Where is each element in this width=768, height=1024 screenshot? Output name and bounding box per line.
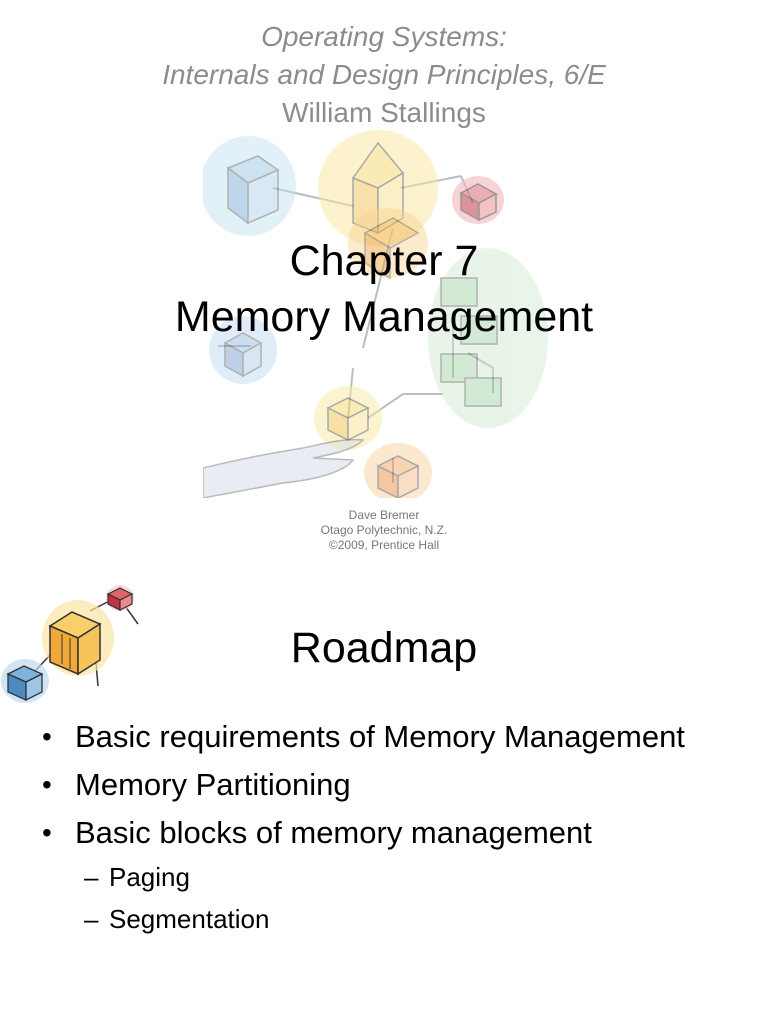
sub-bullet-marker: –: [84, 904, 99, 934]
sub-bullet-text: Segmentation: [109, 904, 270, 934]
bullet-list: • Basic requirements of Memory Managemen…: [40, 716, 740, 940]
connected-cubes-icon: [1, 585, 139, 703]
bullet-text: Basic requirements of Memory Management: [75, 719, 685, 754]
bullet-item: • Basic requirements of Memory Managemen…: [40, 716, 740, 758]
book-title: Operating Systems: Internals and Design …: [0, 18, 768, 94]
chapter-title-line: Memory Management: [174, 293, 594, 341]
roadmap-slide: Roadmap • Basic requirements of Memory M…: [0, 576, 768, 1024]
slide-title: Roadmap: [290, 624, 478, 672]
credits-line: Otago Polytechnic, N.Z.: [320, 523, 448, 537]
sub-bullet-text: Paging: [109, 862, 190, 892]
credits-line: Dave Bremer: [348, 508, 420, 522]
bullet-text: Memory Partitioning: [75, 767, 351, 802]
bullet-item: • Memory Partitioning: [40, 764, 740, 806]
bullet-marker: •: [42, 721, 52, 752]
sub-bullet-item: – Paging: [84, 856, 740, 898]
sub-bullet-list: – Paging – Segmentation: [84, 856, 740, 940]
book-title-line: Internals and Design Principles, 6/E: [162, 59, 606, 90]
chapter-title-line: Chapter 7: [289, 237, 479, 285]
bullet-marker: •: [42, 817, 52, 848]
network-cubes-illustration: [203, 130, 548, 498]
credits: Dave Bremer Otago Polytechnic, N.Z. ©200…: [0, 508, 768, 553]
bullet-item: • Basic blocks of memory management: [40, 812, 740, 854]
bullet-marker: •: [42, 769, 52, 800]
chapter-title: Chapter 7 Memory Management: [0, 233, 768, 345]
bullet-text: Basic blocks of memory management: [75, 815, 592, 850]
book-title-line: Operating Systems:: [261, 21, 507, 52]
sub-bullet-marker: –: [84, 862, 99, 892]
credits-line: ©2009, Prentice Hall: [328, 538, 440, 552]
sub-bullet-item: – Segmentation: [84, 898, 740, 940]
book-author: William Stallings: [282, 97, 486, 128]
title-slide: Operating Systems: Internals and Design …: [0, 18, 768, 553]
